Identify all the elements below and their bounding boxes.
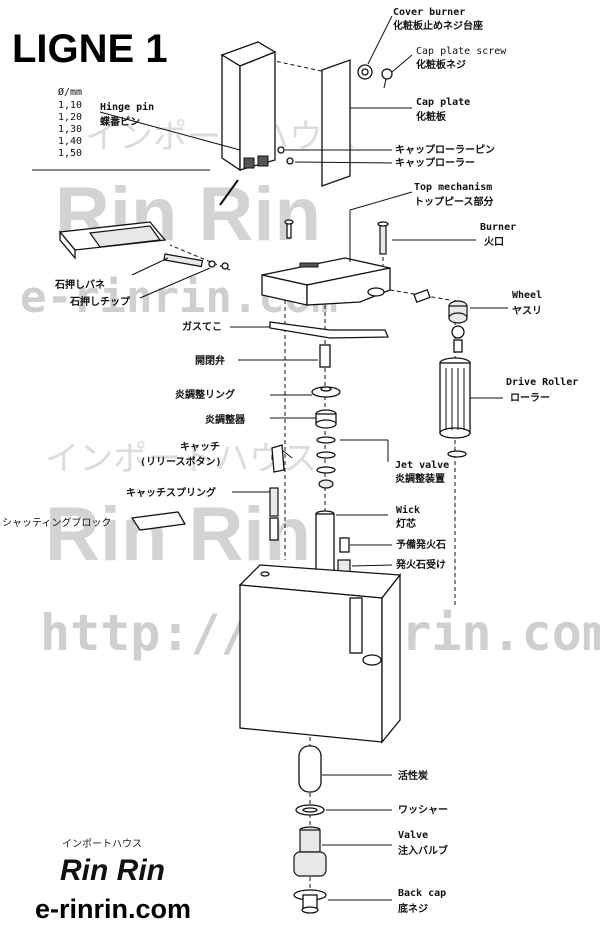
label-cap-plate-screw-en: Cap plate screw [416,46,507,57]
label-flint-spring: 石押しバネ [54,278,105,291]
label-jet-valve-jp: 炎調整装置 [395,472,445,485]
label-gas-lever: ガスてこ [182,320,222,333]
brand-logo-block: インポートハウス Rin Rin e-rinrin.com [35,838,191,924]
cap-roller-part [277,146,294,165]
label-top-mechanism-jp: トップピース部分 [414,195,494,208]
leader-lines [131,15,508,901]
catch-part [271,444,293,473]
label-cap-plate-screw-jp: 化粧板ネジ [416,58,466,71]
label-back-cap-jp: 底ネジ [398,902,428,915]
screws [284,219,389,255]
label-burner-jp: 火口 [484,236,504,248]
wick-part [315,510,335,587]
label-jet-valve-en: Jet valve [395,460,449,471]
open-close-valve-part [319,344,331,368]
part-labels: Cover burner 化粧板止めネジ台座 Cap plate screw 化… [2,7,578,915]
label-wick-en: Wick [396,504,420,516]
wheel-part [448,300,468,353]
size-table-header: Ø/mm [58,86,82,98]
washer-part [295,804,325,816]
flint-spring-part [163,253,229,270]
size-row-5: 1,50 [58,148,82,159]
label-burner-en: Burner [480,222,516,233]
watermark-brand-mid: Rin Rin [45,492,311,577]
flint-press-bar [58,221,167,260]
label-shutting-block: シャッティングブロック [2,516,111,529]
label-hinge-pin-jp: 蝶番ピン [100,115,140,128]
fuel-tank-body [238,564,402,744]
label-back-cap-en: Back cap [398,888,446,899]
label-cap-roller: キャップローラー [395,156,475,169]
flame-adjuster-part [315,409,337,489]
label-drive-roller-jp: ローラー [510,392,550,404]
label-cap-plate-jp: 化粧板 [416,110,447,123]
gas-lever-part [269,321,389,339]
label-catch-spring: キャッチスプリング [126,486,216,499]
label-valve-jp: 注入バルブ [398,844,448,857]
back-cap-part [293,889,327,914]
label-cap-roller-pin: キャップローラーピン [395,143,495,156]
label-washer: ワッシャー [398,804,448,816]
size-row-4: 1,40 [58,136,82,147]
roller-pin-part [413,289,431,303]
label-release-button: (リリースボタン) [140,455,222,468]
label-flint-holder: 発火石受け [395,558,446,571]
label-charcoal: 活性炭 [398,769,428,782]
charcoal-part [298,745,322,793]
page-title: LIGNE 1 [12,27,168,71]
label-spare-flint: 予備発火石 [396,538,446,551]
label-catch: キャッチ [180,441,220,453]
valve-part [293,826,327,877]
flame-ring-part [311,386,341,398]
label-wheel-en: Wheel [512,290,542,301]
logo-kana: インポートハウス [62,838,142,850]
label-cover-burner-jp: 化粧板止めネジ台座 [393,19,483,32]
hinge-pin-part [219,179,239,206]
label-flint-tip: 石押しチップ [69,295,131,308]
spare-flint-part [339,537,350,553]
logo-brand: Rin Rin [60,854,165,887]
label-cover-burner-en: Cover burner [393,7,465,18]
label-hinge-pin-en: Hinge pin [100,101,154,113]
catch-pin-part [269,517,279,541]
drive-roller-part [439,357,471,458]
cover-burner-part [357,64,393,89]
label-flame-ring: 炎調整リング [175,388,235,401]
cap-plate-part [321,59,351,187]
label-valve-en: Valve [398,830,428,841]
label-cap-plate-en: Cap plate [416,97,470,108]
hinge-pin-size-table: Ø/mm 1,10 1,20 1,30 1,40 1,50 [58,86,82,159]
label-wheel-jp: ヤスリ [512,305,542,317]
logo-url: e-rinrin.com [35,894,191,924]
label-top-mechanism-en: Top mechanism [414,181,492,193]
size-row-3: 1,30 [58,124,82,135]
catch-spring-part [269,487,279,517]
label-open-close-valve: 開閉弁 [195,354,225,367]
size-row-1: 1,10 [58,100,82,111]
top-mechanism-part [261,257,391,306]
size-row-2: 1,20 [58,112,82,123]
label-flame-adjuster: 炎調整器 [205,413,246,426]
label-drive-roller-en: Drive Roller [506,376,578,388]
cap-cover [220,41,277,172]
shutting-block-part [130,511,187,531]
label-wick-jp: 灯芯 [396,517,416,530]
